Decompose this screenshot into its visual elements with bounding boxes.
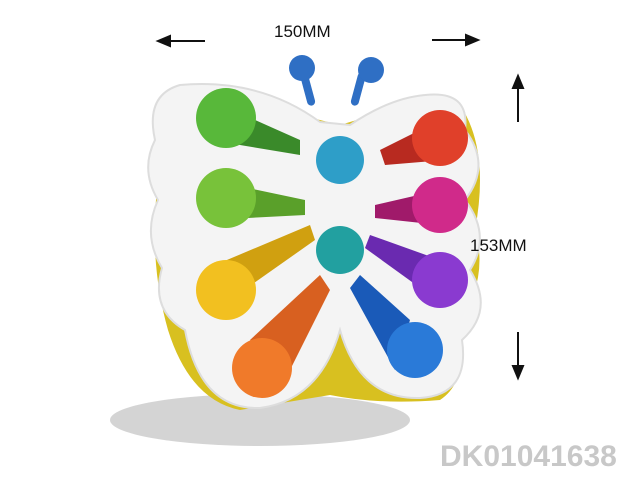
pop-blue xyxy=(387,322,443,378)
pop-magenta xyxy=(412,177,468,233)
pop-center-top xyxy=(316,136,364,184)
pop-lime xyxy=(196,168,256,228)
left-wing-pops xyxy=(196,88,330,398)
ground-shadow xyxy=(110,394,410,446)
width-arrow-left-icon xyxy=(155,34,205,48)
height-arrow-down-icon xyxy=(511,332,525,381)
height-dimension-label: 153MM xyxy=(470,236,527,255)
height-arrow-up-icon xyxy=(511,73,525,122)
pop-yellow xyxy=(196,260,256,320)
product-code: DK01041638 xyxy=(440,440,617,473)
antennae xyxy=(289,55,384,106)
pop-green xyxy=(196,88,256,148)
pop-orange xyxy=(232,338,292,398)
right-wing-pops xyxy=(350,110,468,378)
width-dimension-label: 150MM xyxy=(274,22,331,41)
width-arrow-right-icon xyxy=(432,33,481,47)
pop-red xyxy=(412,110,468,166)
pop-center-bottom xyxy=(316,226,364,274)
pop-purple xyxy=(412,252,468,308)
